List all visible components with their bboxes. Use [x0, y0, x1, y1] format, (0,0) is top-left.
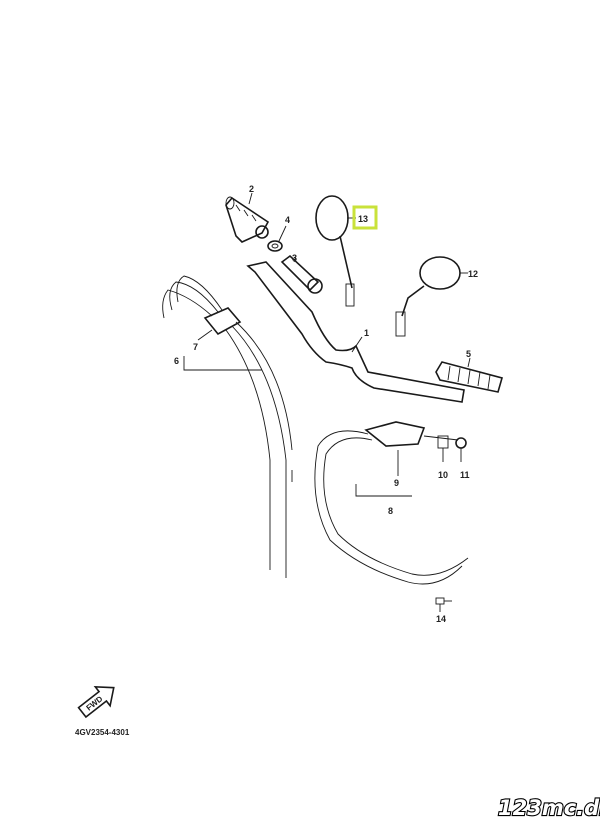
callout-3[interactable]: 3 — [292, 253, 297, 263]
callout-2[interactable]: 2 — [249, 184, 254, 194]
throttle-grip[interactable] — [225, 196, 270, 243]
throttle-sleeve[interactable] — [280, 254, 323, 294]
left-mirror[interactable] — [395, 256, 461, 337]
clutch-cable[interactable] — [314, 421, 469, 585]
callout-12[interactable]: 12 — [468, 269, 478, 279]
watermark: 123mc.dk — [498, 796, 600, 820]
callout-7[interactable]: 7 — [193, 342, 198, 352]
diagram-code: 4GV2354-4301 — [75, 728, 130, 737]
washer[interactable] — [267, 240, 283, 252]
left-grip[interactable] — [435, 361, 503, 393]
bolt[interactable] — [435, 597, 452, 612]
callout-10[interactable]: 10 — [438, 470, 448, 480]
leader-line-7 — [197, 329, 213, 341]
leader-line-1 — [351, 336, 363, 353]
leader-line-3 — [293, 255, 297, 263]
callout-14[interactable]: 14 — [436, 614, 446, 624]
callout-6-upper[interactable]: 6 — [174, 356, 179, 366]
leader-line-5 — [467, 357, 471, 368]
callout-4[interactable]: 4 — [285, 215, 290, 225]
forward-arrow-icon: FWD — [77, 685, 115, 719]
callout-5[interactable]: 5 — [466, 349, 471, 359]
callout-13[interactable]: 13 — [358, 214, 368, 224]
handlebar[interactable] — [246, 261, 465, 403]
callout-9[interactable]: 9 — [394, 478, 399, 488]
cable-adjuster[interactable] — [437, 435, 449, 462]
throttle-cable-assembly[interactable] — [162, 275, 293, 578]
highlight-box-13 — [352, 205, 378, 230]
bracket-8 — [355, 484, 412, 497]
leader-line-4 — [278, 225, 287, 242]
callout-1[interactable]: 1 — [364, 328, 369, 338]
leader-line-2 — [248, 192, 253, 205]
bracket-6-upper — [183, 356, 262, 371]
callout-11[interactable]: 11 — [460, 470, 470, 480]
callout-8[interactable]: 8 — [388, 506, 393, 516]
adjuster-nut[interactable] — [455, 437, 467, 462]
